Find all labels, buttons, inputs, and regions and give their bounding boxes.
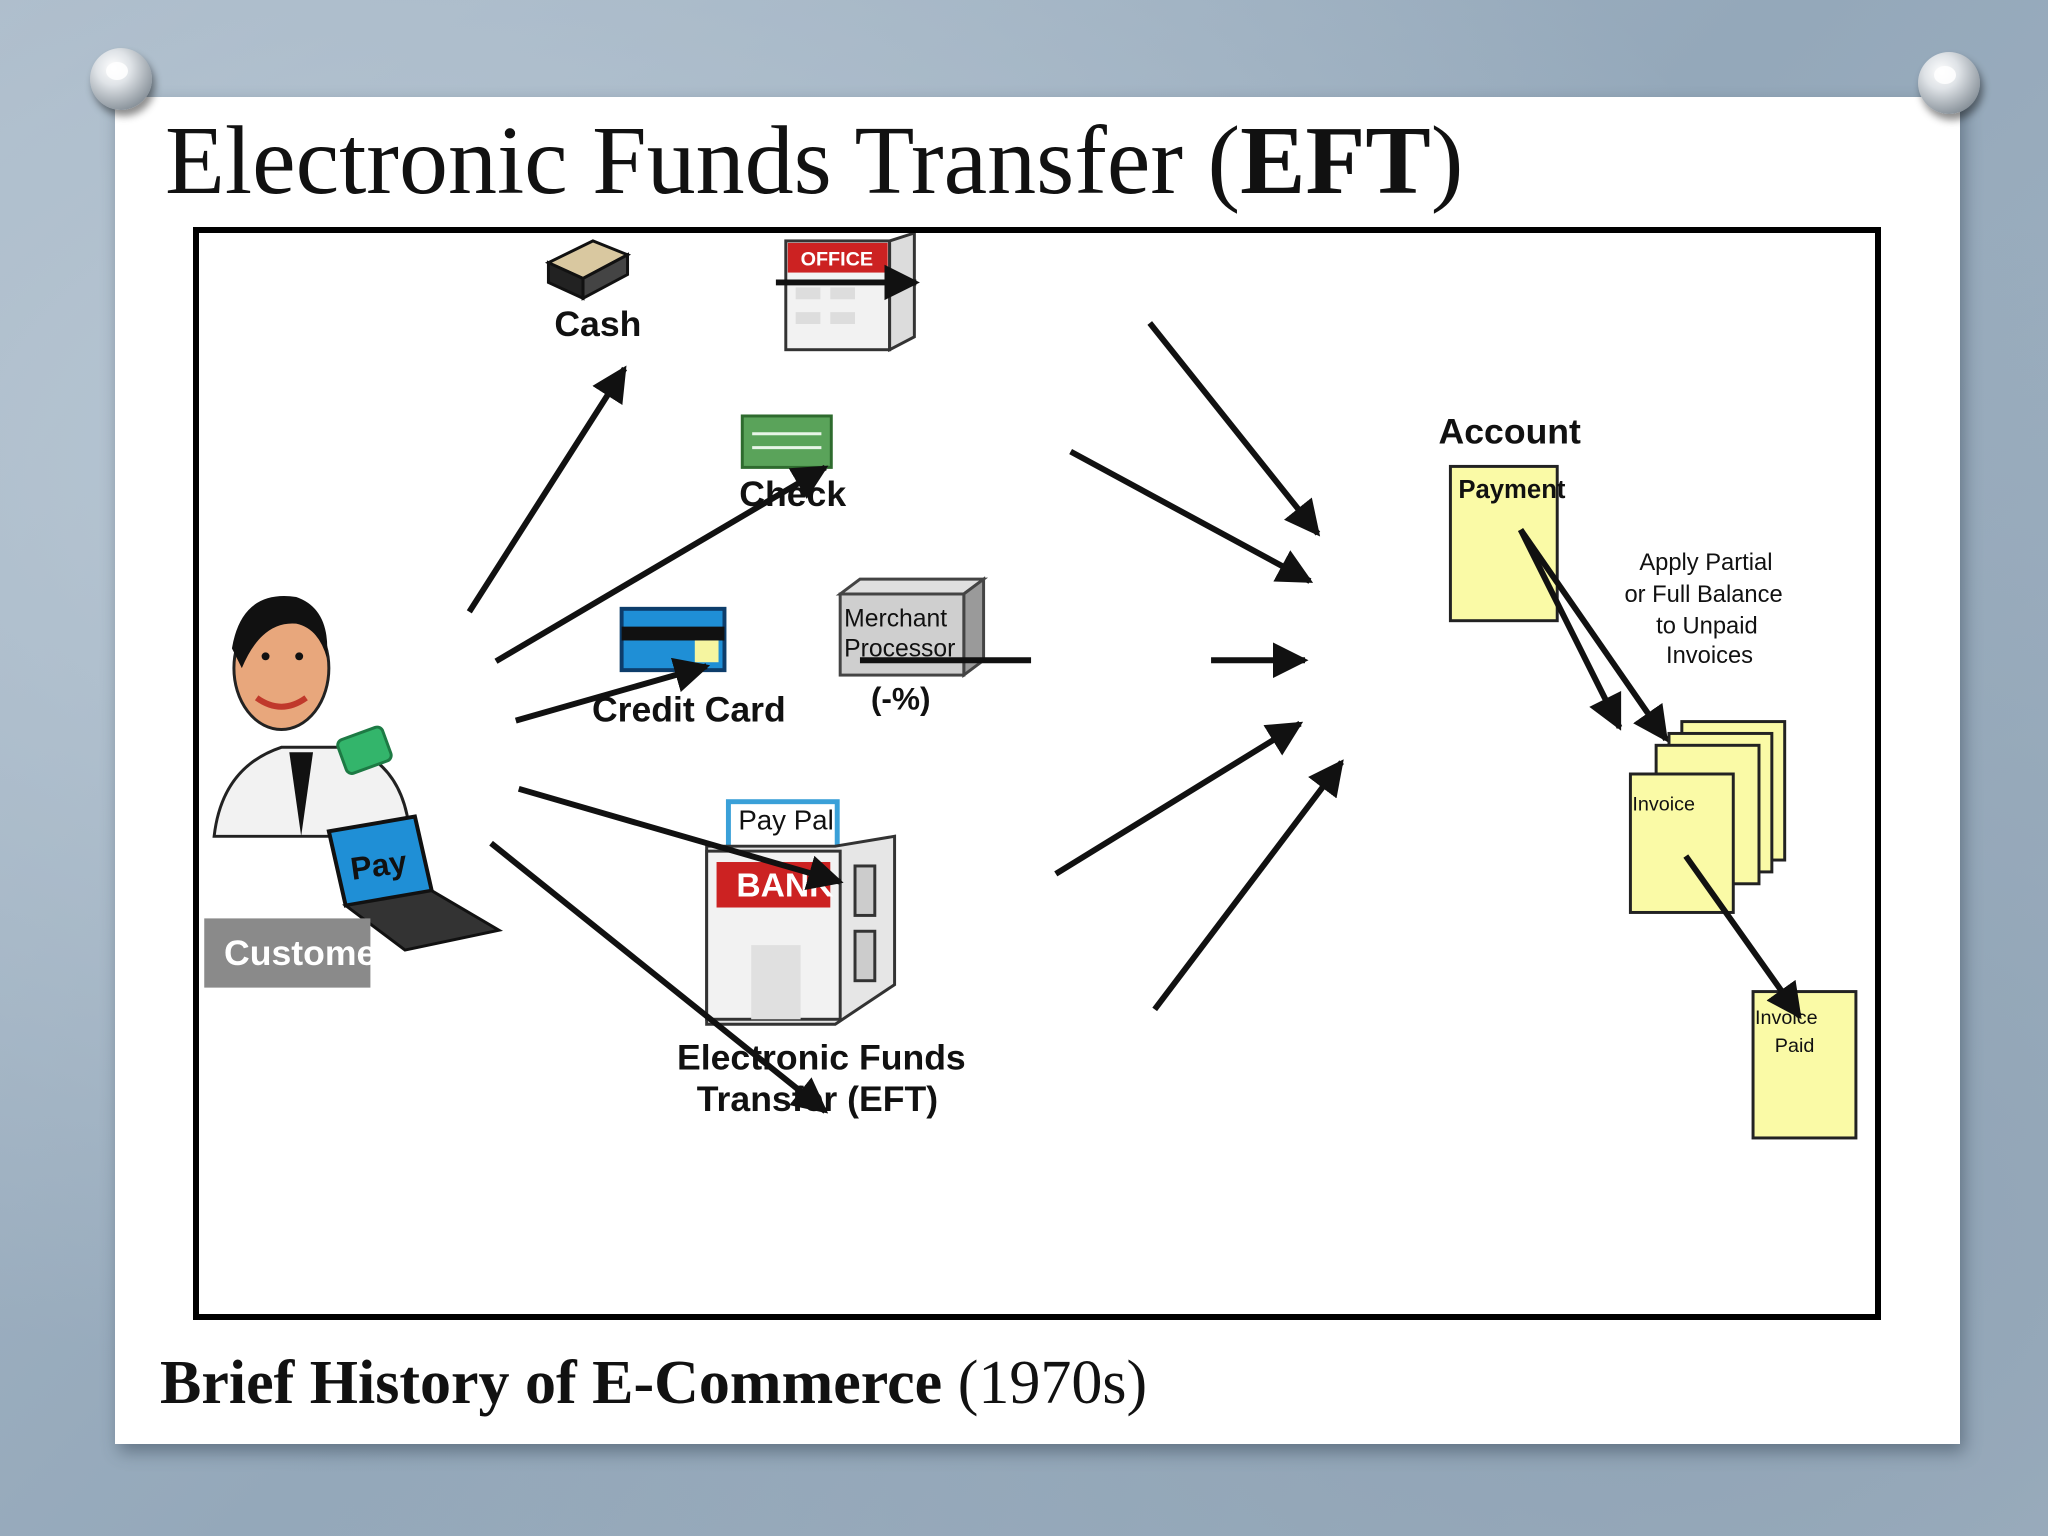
invoice-paid-label-line1: Invoice — [1755, 1007, 1818, 1029]
eft-label-line1: Electronic Funds — [677, 1038, 966, 1078]
merchant-fee-label: (-%) — [871, 681, 931, 717]
credit-card-label: Credit Card — [592, 690, 786, 730]
subtitle-year: (1970s) — [957, 1349, 1148, 1417]
laptop-icon: Pay — [326, 814, 504, 952]
eft-flow-svg: Pay Customer Cash OFFICE — [204, 233, 1858, 1140]
account-label: Account — [1439, 412, 1582, 452]
arrow-bank-to-account — [1152, 759, 1344, 1012]
payment-note — [1448, 464, 1559, 623]
cash-label: Cash — [554, 304, 641, 344]
payment-label: Payment — [1458, 476, 1566, 504]
title-acronym: EFT — [1240, 107, 1431, 215]
apply-label-line2: or Full Balance — [1624, 582, 1782, 608]
slide-title: Electronic Funds Transfer (EFT) — [165, 112, 1463, 210]
eft-diagram: Pay Customer Cash OFFICE — [193, 227, 1881, 1320]
pushpin-icon — [1918, 52, 1980, 114]
arrow-check-to-account — [1069, 448, 1314, 584]
apply-label-line4: Invoices — [1666, 643, 1753, 669]
pushpin-icon — [90, 48, 152, 110]
customer-figure: Pay Customer — [204, 596, 504, 988]
pay-label: Pay — [348, 843, 409, 887]
arrow-payment-to-invoices-1 — [1517, 528, 1623, 731]
title-main: Electronic Funds Transfer ( — [165, 107, 1241, 215]
cash-icon — [544, 239, 632, 301]
bank-building-icon — [705, 834, 897, 1026]
invoice-label: Invoice — [1632, 794, 1695, 816]
invoice-stack — [1628, 720, 1787, 914]
arrow-customer-to-bank — [489, 840, 829, 1114]
apply-label-line1: Apply Partial — [1639, 550, 1772, 576]
slide-subtitle: Brief History of E-Commerce (1970s) — [160, 1352, 1147, 1414]
customer-label-box — [204, 918, 371, 988]
credit-card-icon — [619, 606, 727, 673]
arrow-payment-to-invoices-2 — [1518, 528, 1669, 743]
title-close: ) — [1430, 107, 1464, 215]
arrow-customer-to-paypal — [517, 785, 844, 890]
check-icon — [740, 414, 833, 469]
customer-label: Customer — [224, 933, 390, 973]
arrow-customer-to-card — [514, 657, 711, 724]
eft-label-line2: Transfer (EFT) — [697, 1079, 938, 1119]
arrow-customer-to-check — [494, 464, 829, 664]
office-label: OFFICE — [801, 249, 873, 271]
arrow-invoice-to-paid — [1683, 854, 1802, 1020]
arrow-paypal-to-account — [1054, 721, 1304, 877]
arrow-office-to-account — [1147, 321, 1321, 537]
merchant-label-line1: Merchant — [844, 606, 947, 633]
arrow-customer-to-cash — [466, 365, 628, 614]
subtitle-text: Brief History of E-Commerce — [160, 1349, 958, 1417]
apply-label-line3: to Unpaid — [1656, 614, 1758, 640]
invoice-paid-label-line2: Paid — [1775, 1035, 1815, 1057]
paypal-label: Pay Pal — [738, 804, 833, 835]
flow-arrows — [466, 264, 1802, 1114]
